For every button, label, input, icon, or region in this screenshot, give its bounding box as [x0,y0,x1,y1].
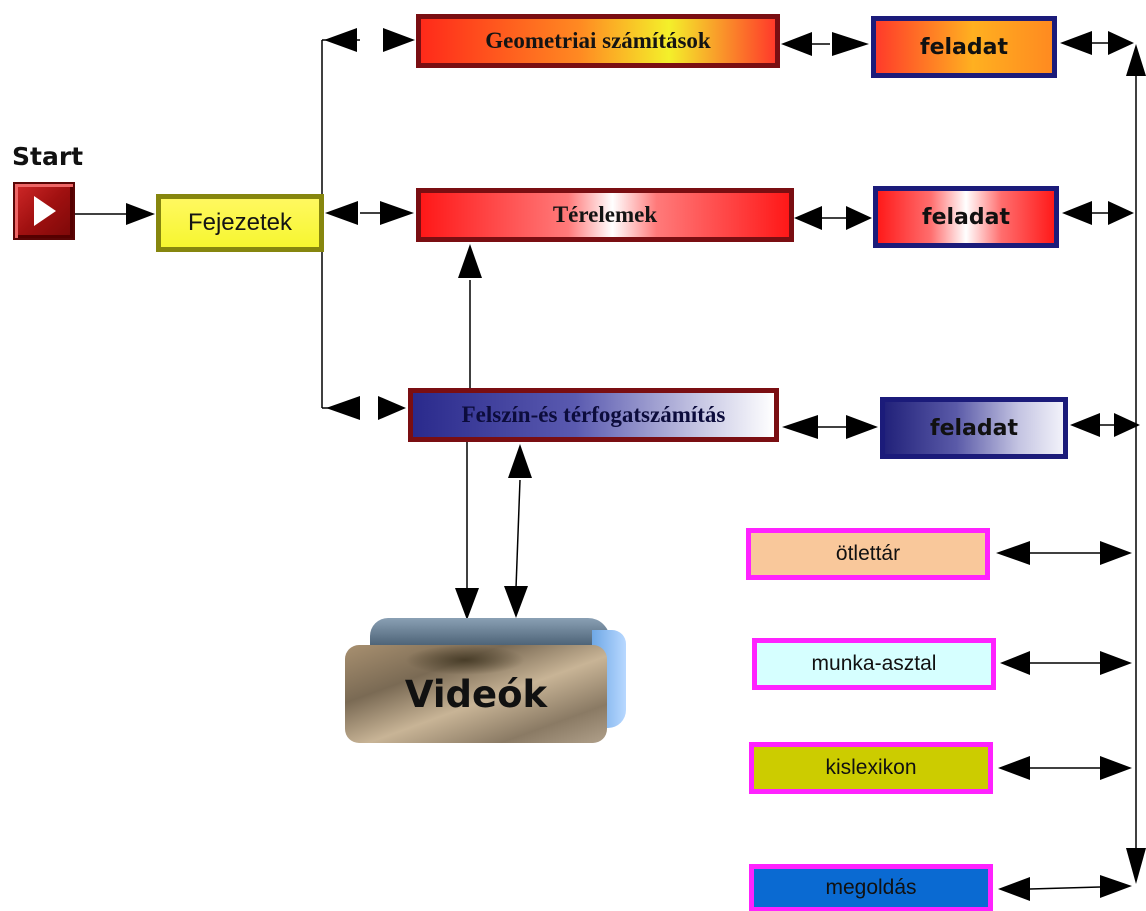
chapter-felszin-terfogat[interactable]: Felszín-és térfogatszámítás [408,388,779,442]
play-icon [34,196,56,226]
video-node[interactable]: Videók [345,645,607,743]
chapter-terelemek[interactable]: Térelemek [416,188,794,242]
task-geometriai[interactable]: feladat [871,16,1057,78]
task-terelemek[interactable]: feladat [873,186,1059,248]
tool-munka-asztal[interactable]: munka-asztal [752,638,996,690]
start-label: Start [12,142,84,171]
video-label: Videók [404,672,548,716]
start-button[interactable] [13,182,75,240]
fejezetek-node[interactable]: Fejezetek [156,194,324,252]
task-felszin[interactable]: feladat [880,397,1068,459]
video-thumbnail-shade [405,645,525,675]
chapter-geometriai-szamitasok[interactable]: Geometriai számítások [416,14,780,68]
tool-otlettar[interactable]: ötlettár [746,528,990,580]
tool-kislexikon[interactable]: kislexikon [749,742,993,794]
tool-megoldas[interactable]: megoldás [749,864,993,911]
